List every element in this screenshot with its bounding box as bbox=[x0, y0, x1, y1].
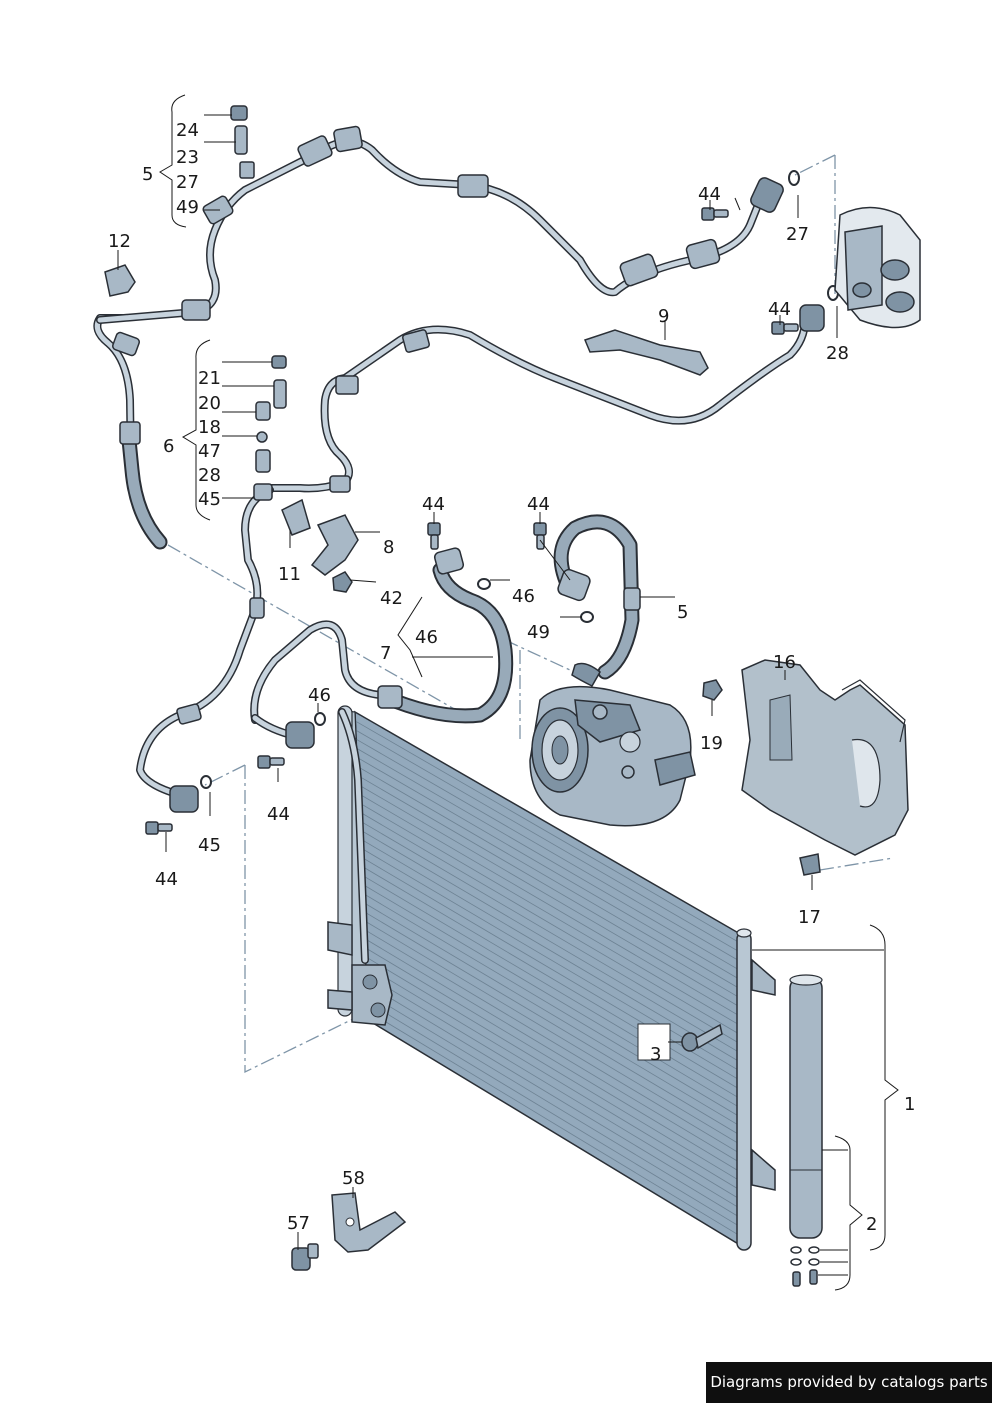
callout-28-right: 28 bbox=[826, 343, 849, 364]
callout-12: 12 bbox=[108, 231, 131, 252]
condenser-fin bbox=[363, 910, 745, 1138]
brackets bbox=[281, 329, 709, 593]
condenser-fin bbox=[355, 729, 743, 954]
callout-44-center-right: 44 bbox=[527, 494, 550, 515]
air-guide-cover bbox=[741, 659, 909, 876]
callout-47: 47 bbox=[198, 441, 221, 462]
condenser-fin bbox=[362, 892, 744, 1120]
callout-49-upper: 49 bbox=[176, 197, 199, 218]
o-rings bbox=[200, 170, 839, 789]
callout-2: 2 bbox=[866, 1214, 877, 1235]
screw bbox=[637, 1023, 723, 1061]
pipe-assembly-middle bbox=[136, 304, 825, 813]
bracket-mount bbox=[291, 1192, 407, 1271]
callout-5-upper: 5 bbox=[142, 164, 153, 185]
callout-20: 20 bbox=[198, 393, 221, 414]
callout-1: 1 bbox=[904, 1094, 915, 1115]
callout-57: 57 bbox=[287, 1213, 310, 1234]
condenser-fin bbox=[358, 793, 743, 1019]
callout-45-left: 45 bbox=[198, 489, 221, 510]
leader-lines bbox=[117, 94, 899, 1291]
callout-21: 21 bbox=[198, 368, 221, 389]
callout-46-brace: 46 bbox=[415, 627, 438, 648]
callout-27-upper: 27 bbox=[176, 172, 199, 193]
callout-24: 24 bbox=[176, 120, 199, 141]
condenser-fin bbox=[359, 829, 744, 1056]
reference-lines bbox=[167, 154, 894, 1074]
compressor bbox=[529, 662, 696, 827]
callout-23: 23 bbox=[176, 147, 199, 168]
condenser-fin bbox=[362, 901, 745, 1129]
condenser-fin bbox=[356, 756, 743, 982]
callout-labels: 24 23 5 27 49 12 21 20 18 6 47 28 45 44 … bbox=[108, 120, 915, 1235]
condenser-fin bbox=[365, 974, 745, 1203]
callout-19: 19 bbox=[700, 733, 723, 754]
callout-28-left: 28 bbox=[198, 465, 221, 486]
condenser-fin bbox=[355, 720, 743, 945]
condenser-fin bbox=[361, 874, 744, 1102]
condenser-fin bbox=[360, 856, 744, 1083]
callout-44-lower-center: 44 bbox=[267, 804, 290, 825]
callout-58: 58 bbox=[342, 1168, 365, 1189]
callout-44-right: 44 bbox=[768, 299, 791, 320]
callout-7: 7 bbox=[380, 643, 391, 664]
callout-42: 42 bbox=[380, 588, 403, 609]
condenser-fin bbox=[358, 802, 744, 1028]
condenser-fin bbox=[363, 929, 745, 1157]
condenser-fin bbox=[357, 775, 743, 1000]
callout-49-center: 49 bbox=[527, 622, 550, 643]
expansion-valve-block bbox=[834, 206, 921, 329]
callout-46-left: 46 bbox=[308, 685, 331, 706]
condenser-fin bbox=[357, 766, 743, 991]
callout-27-right: 27 bbox=[786, 224, 809, 245]
condenser-fin bbox=[357, 784, 743, 1009]
condenser-fin bbox=[364, 947, 745, 1175]
callout-44-center-left: 44 bbox=[422, 494, 445, 515]
condenser-fin bbox=[366, 992, 745, 1221]
condenser-fin bbox=[360, 838, 744, 1065]
condenser-fin bbox=[367, 1001, 746, 1230]
condenser-fin bbox=[361, 865, 744, 1092]
condenser-fin bbox=[363, 920, 745, 1148]
condenser-fin bbox=[356, 747, 743, 973]
callout-44-top-right: 44 bbox=[698, 184, 721, 205]
callout-8: 8 bbox=[383, 537, 394, 558]
callout-11: 11 bbox=[278, 564, 301, 585]
callout-3: 3 bbox=[650, 1044, 661, 1065]
condenser-fin bbox=[365, 956, 745, 1184]
condenser-fin bbox=[367, 1010, 746, 1240]
callout-44-lower-left: 44 bbox=[155, 869, 178, 890]
callout-46-center: 46 bbox=[512, 586, 535, 607]
condenser-fin bbox=[364, 938, 745, 1166]
callout-17: 17 bbox=[798, 907, 821, 928]
callout-45-lower: 45 bbox=[198, 835, 221, 856]
footer-credit: Diagrams provided by catalogs parts bbox=[706, 1362, 992, 1403]
pipe-assembly-upper bbox=[93, 105, 784, 550]
condenser bbox=[327, 705, 776, 1251]
condenser-fin bbox=[362, 883, 744, 1111]
receiver-dryer bbox=[789, 974, 823, 1287]
condenser-fin bbox=[360, 847, 744, 1074]
condenser-fin bbox=[359, 811, 744, 1037]
callout-16: 16 bbox=[773, 652, 796, 673]
condenser-fin bbox=[355, 738, 743, 963]
condenser-fin bbox=[365, 965, 745, 1194]
condenser-fin bbox=[366, 983, 745, 1212]
callout-9: 9 bbox=[658, 306, 669, 327]
callout-18: 18 bbox=[198, 417, 221, 438]
callout-5-center: 5 bbox=[677, 602, 688, 623]
hoses-compressor bbox=[250, 514, 641, 749]
callout-6: 6 bbox=[163, 436, 174, 457]
condenser-fin bbox=[359, 820, 744, 1046]
